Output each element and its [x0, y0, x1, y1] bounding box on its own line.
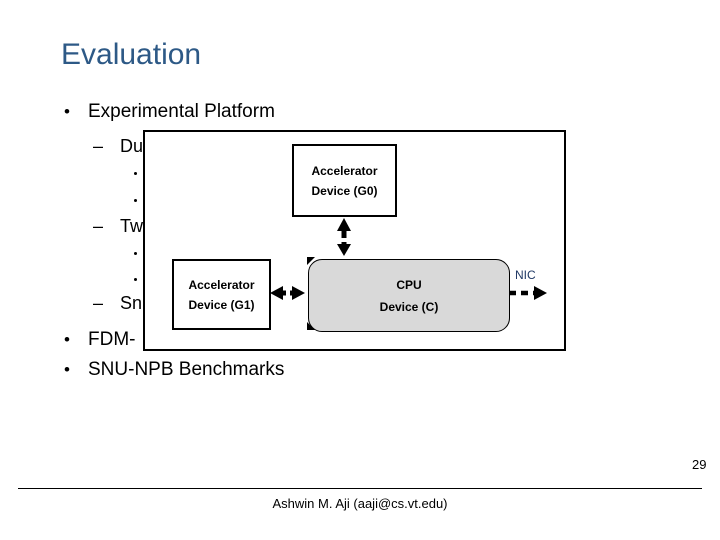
nic-label: NIC [515, 268, 536, 282]
sub-bullet-dot [134, 278, 137, 281]
platform-diagram: Accelerator Device (G0) Accelerator Devi… [143, 130, 566, 351]
sub-bullet-dot [134, 199, 137, 202]
cpu-device-box: CPU Device (C) [308, 259, 510, 332]
dash-marker: – [93, 293, 104, 313]
sub-bullet-sn: – Sn [93, 293, 142, 314]
bullet-snu-npb: • SNU-NPB Benchmarks [64, 359, 284, 381]
g0-cpu-arrow [337, 218, 351, 256]
footer-author: Ashwin M. Aji (aaji@cs.vt.edu) [272, 496, 448, 511]
bullet-marker: • [64, 360, 70, 379]
bullet-text: FDM- [88, 329, 136, 350]
accelerator-g1-box: Accelerator Device (G1) [172, 259, 271, 330]
dash-marker: – [93, 136, 104, 156]
sub-bullet-text: Sn [120, 293, 143, 313]
slide-title: Evaluation [61, 38, 202, 71]
accelerator-g0-label-line2: Device (G0) [311, 183, 378, 198]
accelerator-g0-label-line1: Accelerator [311, 163, 378, 178]
sub-bullet-text: Tw [120, 216, 144, 236]
bullet-experimental-platform: • Experimental Platform [64, 101, 275, 123]
sub-bullet-du: – Du [93, 136, 143, 157]
page-number: 29 [692, 457, 707, 472]
sub-bullet-dot [134, 172, 137, 175]
sub-bullet-tw: – Tw [93, 216, 143, 237]
g1-cpu-arrow [270, 286, 305, 300]
nic-arrow [509, 286, 547, 300]
bullet-fdm: • FDM- [64, 329, 135, 351]
bullet-text: Experimental Platform [88, 101, 275, 122]
cpu-label-line2: Device (C) [379, 299, 439, 314]
cpu-label-line1: CPU [396, 277, 422, 292]
accelerator-g1-label-line1: Accelerator [188, 277, 255, 292]
bullet-marker: • [64, 102, 70, 121]
bullet-text: SNU-NPB Benchmarks [88, 359, 285, 380]
bullet-marker: • [64, 330, 70, 349]
accelerator-g0-box: Accelerator Device (G0) [292, 144, 397, 217]
sub-bullet-text: Du [120, 136, 144, 156]
dash-marker: – [93, 216, 104, 236]
footer-divider [18, 488, 702, 489]
sub-bullet-dot [134, 252, 137, 255]
accelerator-g1-label-line2: Device (G1) [188, 297, 255, 312]
